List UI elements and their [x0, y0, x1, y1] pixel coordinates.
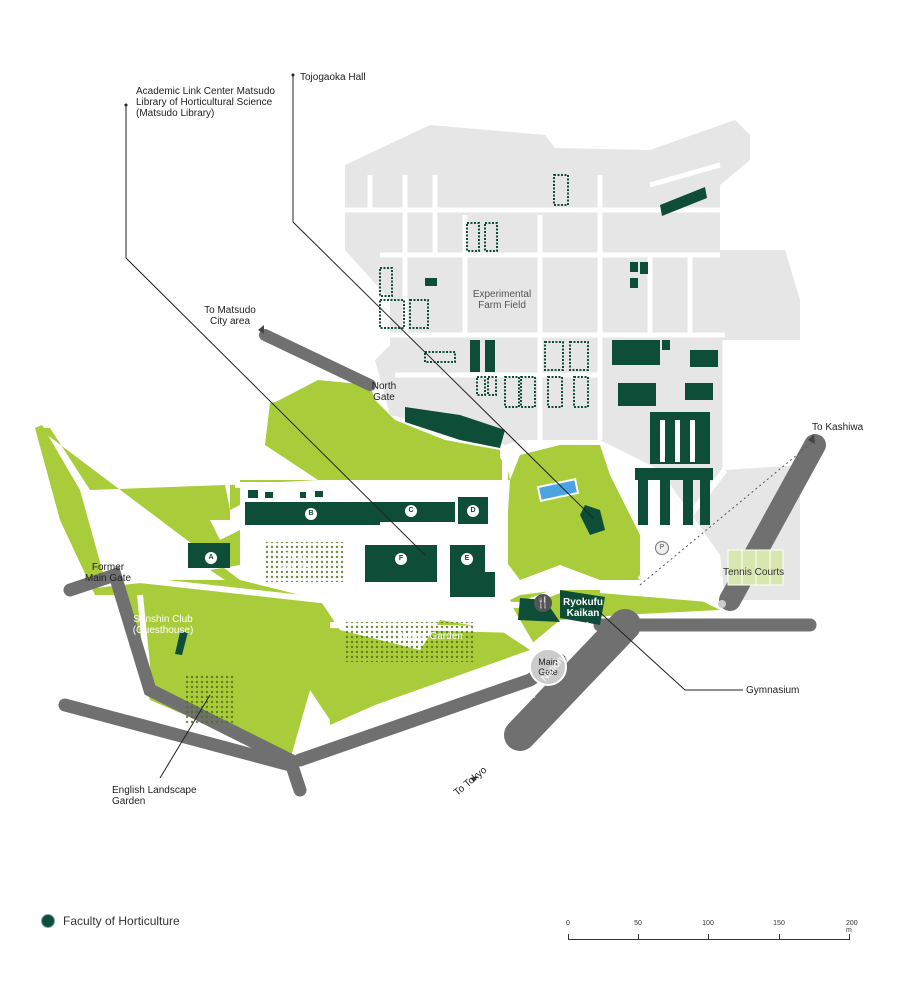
label-experimental-farm[interactable]: Experimental Farm Field [472, 289, 532, 311]
legend-dot-icon [41, 914, 55, 928]
pool [536, 478, 580, 502]
scale-bar: 0 50 100 150 200 m [564, 920, 864, 950]
label-north-gate[interactable]: North Gate [371, 381, 397, 403]
label-to-matsudo: To Matsudo City area [204, 305, 256, 327]
campus-green-north [265, 380, 500, 475]
tennis-courts [727, 549, 784, 586]
building-a-marker[interactable]: A [205, 552, 217, 564]
building-d-marker[interactable]: D [467, 505, 479, 517]
legend: Faculty of Horticulture [41, 914, 180, 928]
restaurant-icon: 🍴 [534, 594, 552, 612]
farm-roads [345, 162, 800, 470]
label-tojogaoka-hall[interactable]: Tojogaoka Hall [300, 72, 366, 83]
campus-green-west [35, 425, 310, 755]
leader-lines [125, 75, 743, 779]
building-b-marker[interactable]: B [305, 508, 317, 520]
label-tennis-courts[interactable]: Tennis Courts [723, 567, 785, 578]
main-gate-marker[interactable]: Main Gate [529, 648, 567, 686]
building-e-marker[interactable]: E [461, 553, 473, 565]
label-gymnasium[interactable]: Gymnasium [746, 685, 800, 696]
experimental-plots [379, 174, 589, 408]
label-english-garden[interactable]: English Landscape Garden [112, 785, 197, 807]
scale-tick-label: 150 [773, 920, 785, 927]
label-to-kashiwa: To Kashiwa [812, 422, 864, 433]
scale-tick-label: 200 m [846, 920, 858, 934]
label-italian-garden[interactable]: Italian Garden [400, 631, 463, 642]
parking-icon: P [655, 541, 669, 555]
scale-tick-label: 100 [702, 920, 714, 927]
scale-tick-label: 50 [634, 920, 642, 927]
label-french-garden[interactable]: French Garden [280, 551, 315, 573]
campus-green-east [505, 445, 640, 580]
label-senshin-club[interactable]: Senshin Club (Guesthouse) [132, 614, 194, 636]
building-f-marker[interactable]: F [395, 553, 407, 565]
label-ryokufu-kaikan[interactable]: Ryokufu Kaikan [563, 597, 603, 619]
legend-label: Faculty of Horticulture [63, 914, 180, 928]
building-c-marker[interactable]: C [405, 505, 417, 517]
label-faculty-horticulture[interactable]: Faculty of Horticulture [296, 589, 403, 600]
label-academic-link[interactable]: Academic Link Center Matsudo Library of … [136, 86, 275, 119]
label-former-main-gate[interactable]: Former Main Gate [84, 562, 132, 584]
scale-tick-label: 0 [566, 920, 570, 927]
garden-dots [185, 542, 475, 725]
